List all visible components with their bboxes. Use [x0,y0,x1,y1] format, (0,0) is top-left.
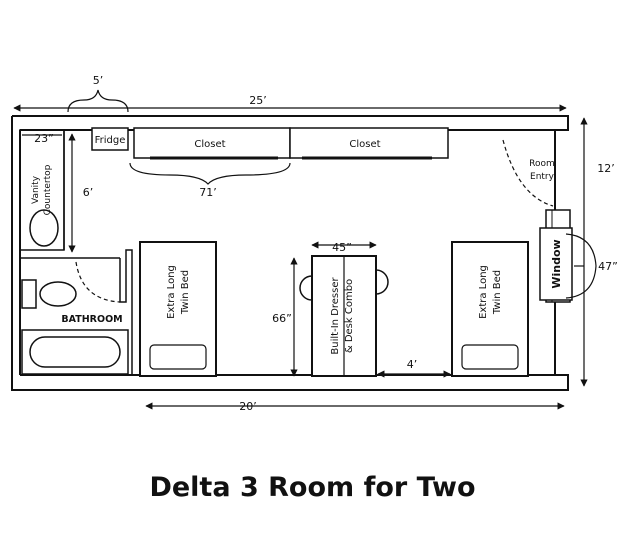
dresser-label-1: Built-In Dresser [330,277,341,355]
toilet [21,279,77,309]
fridge: Fridge [91,127,129,151]
bathroom-door-swing [75,261,121,303]
bed-right: Extra Long Twin Bed [451,241,529,377]
dim-closet-span: 71’ [199,186,217,199]
bed-right-label-2: Twin Bed [492,270,503,315]
closet-right-label: Closet [349,139,380,150]
window-label: Window [550,239,563,288]
dimension-lines [13,89,597,410]
dim-vanity-width: 23” [34,132,54,145]
room-entry-label-1: Room [529,159,555,169]
interior-walls [19,129,133,375]
dresser-desk: Built-In Dresser & Desk Combo [299,255,389,377]
dim-hallway-length: 6’ [83,186,94,199]
dimension-labels: 25’ 20’ 12’ 5’ 23” 6’ 71’ 45” 66” 4’ 47” [34,74,618,413]
dim-bed-gap: 4’ [407,358,418,371]
window: Window [539,209,573,303]
room-entry-label-2: Entry [530,172,555,182]
vanity-label-1: Vanity [31,175,41,204]
dim-dresser-height: 66” [272,312,292,325]
page-title: Delta 3 Room for Two [149,472,476,503]
bed-left-label-2: Twin Bed [180,270,191,315]
closet-left-label: Closet [194,139,225,150]
bathroom-label: BATHROOM [61,314,122,325]
bed-left: Extra Long Twin Bed [139,241,217,377]
fridge-label: Fridge [95,135,126,146]
vanity-countertop: Vanity Countertop [29,164,59,247]
dresser-label-2: & Desk Combo [344,279,355,353]
dim-dresser-width: 45” [332,241,352,254]
dim-top-width: 25’ [249,94,267,107]
bathtub [21,329,129,375]
dim-window-width: 47” [598,260,618,273]
room-entry-door-swing [502,139,554,207]
dim-hallway-width: 5’ [93,74,104,87]
closet-right: Closet [289,127,449,160]
dim-right-height: 12’ [597,162,615,175]
bed-left-label-1: Extra Long [166,265,177,319]
vanity-label-2: Countertop [43,164,53,215]
closet-left: Closet [133,127,291,160]
dim-bottom-width: 20’ [239,400,257,413]
bed-right-label-1: Extra Long [478,265,489,319]
